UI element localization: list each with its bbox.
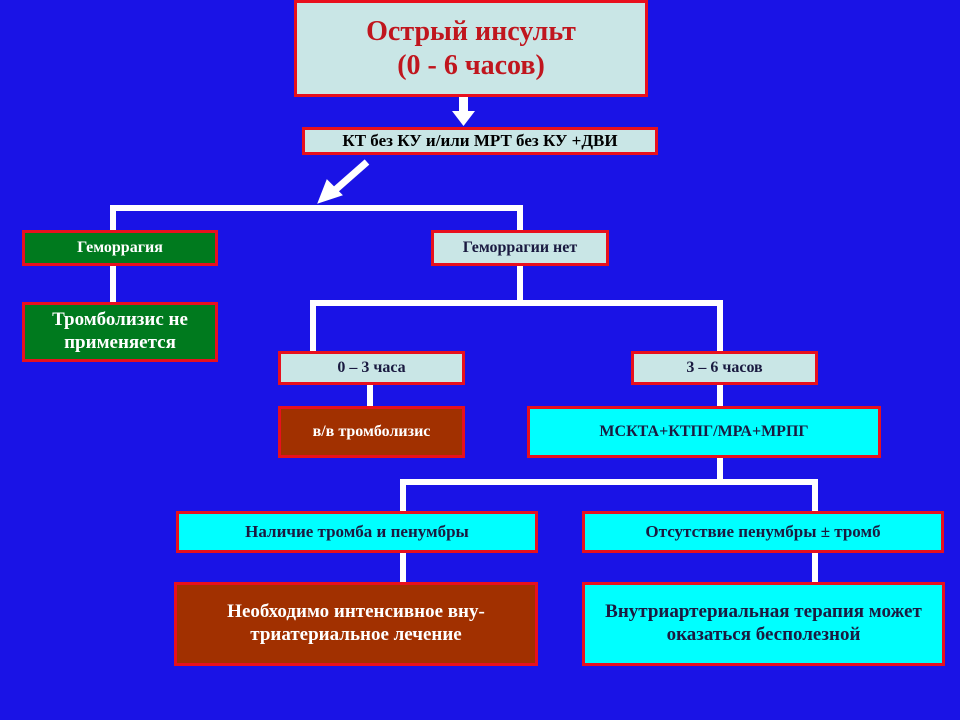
hemorrhage-box: Геморрагия — [22, 230, 218, 266]
intraarterial-useless-box: Внутриартериальная терапия может оказать… — [582, 582, 945, 666]
title-line-2: (0 - 6 часов) — [397, 49, 545, 81]
title-line-1: Острый инсульт — [366, 15, 576, 47]
down-arrow-icon — [452, 97, 475, 126]
imaging-box: КТ без КУ и/или МРТ без КУ +ДВИ — [302, 127, 658, 155]
intensive-treatment-box: Необходимо интенсивное вну-триатериально… — [174, 582, 538, 666]
window-3-6-box: 3 – 6 часов — [631, 351, 818, 385]
diagonal-arrow-icon — [317, 159, 370, 204]
advanced-imaging-box: МСКТА+КТПГ/МРА+МРПГ — [527, 406, 881, 458]
thrombolysis-not-applied-box: Тромболизис не применяется — [22, 302, 218, 362]
window-0-3-box: 0 – 3 часа — [278, 351, 465, 385]
no-hemorrhage-box: Геморрагии нет — [431, 230, 609, 266]
imaging-label: КТ без КУ и/или МРТ без КУ +ДВИ — [305, 130, 655, 152]
title-box: Острый инсульт (0 - 6 часов) — [294, 0, 648, 97]
iv-thrombolysis-box: в/в тромболизис — [278, 406, 465, 458]
thrombus-penumbra-box: Наличие тромба и пенумбры — [176, 511, 538, 553]
no-penumbra-box: Отсутствие пенумбры ± тромб — [582, 511, 944, 553]
